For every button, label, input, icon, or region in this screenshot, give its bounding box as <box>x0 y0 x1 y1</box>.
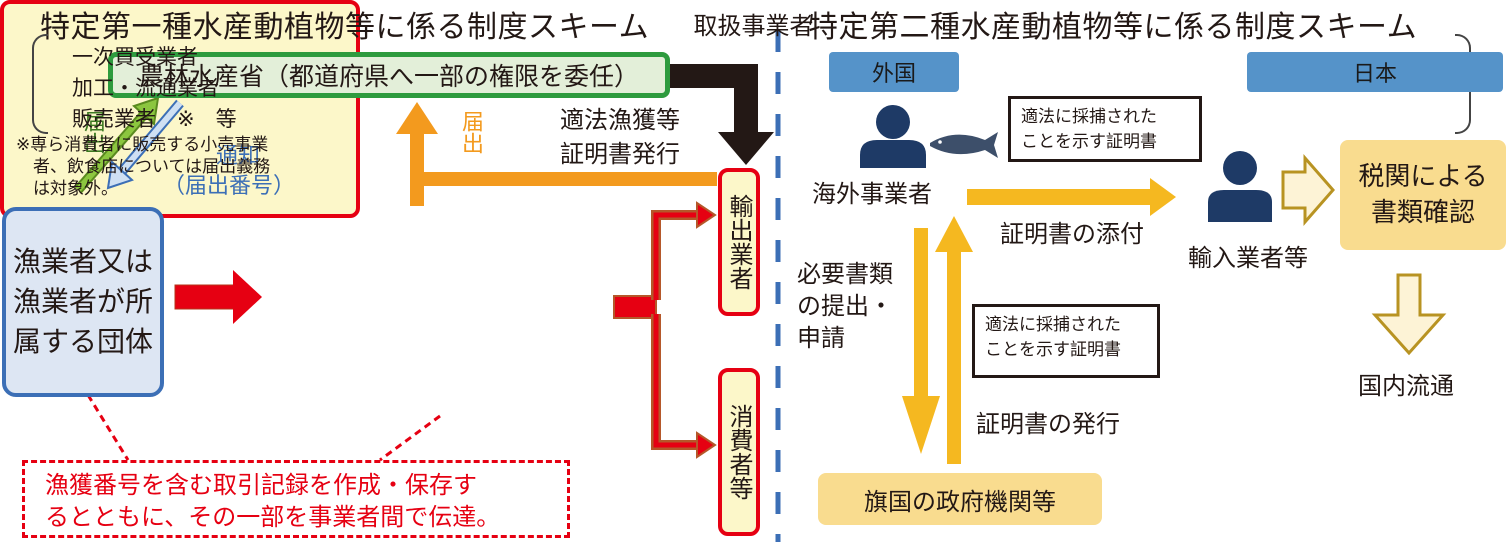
importer-person-icon <box>1208 151 1272 222</box>
exporter-box: 輸出業者 <box>718 168 760 316</box>
note-line: 適法に採捕された <box>1021 107 1157 127</box>
customs-check-box: 税関による 書類確認 <box>1340 140 1506 250</box>
overseas-operator-person-icon <box>860 105 926 168</box>
handler-note-line: 者、飲食店については届出義務 <box>16 157 271 177</box>
flag-state-box: 旗国の政府機関等 <box>818 473 1102 525</box>
handler-note-line: は対象外。 <box>16 179 118 199</box>
certificate-note-top: 適法に採捕された ことを示す証明書 <box>1008 96 1202 162</box>
fisher-line: 漁業者又は <box>12 245 153 278</box>
japan-tag: 日本 <box>1247 52 1503 92</box>
handler-to-buyers-arrows <box>613 201 717 459</box>
submit-line: 申請 <box>797 324 845 352</box>
handler-list: 一次買受業者 加工・流通業者 販売業者 ※ 等 <box>72 42 237 135</box>
attach-arrow-yellow <box>967 178 1176 216</box>
handler-notify-arrow-orange <box>396 102 717 206</box>
importer-to-customs-arrow <box>1281 154 1335 226</box>
handler-item: 加工・流通業者 <box>72 76 219 100</box>
customs-to-domestic-arrow <box>1371 273 1447 356</box>
record-note-box: 漁獲番号を含む取引記録を作成・保存す るとともに、その一部を事業者間で伝達。 <box>22 460 570 538</box>
handler-box: 取扱事業者 一次買受業者 加工・流通業者 販売業者 ※ 等 ※専ら消費者に販売す… <box>0 0 1471 218</box>
fisher-line: 漁業者が所 <box>12 285 153 318</box>
customs-line: 税関による <box>1358 162 1488 192</box>
submit-label: 必要書類 の提出・ 申請 <box>797 258 893 354</box>
right-scheme-title: 特定第二種水産動植物等に係る制度スキーム <box>808 10 1418 45</box>
customs-line: 書類確認 <box>1370 198 1475 228</box>
handler-item: 一次買受業者 <box>72 45 198 69</box>
notify-arrow-green <box>74 96 160 194</box>
importer-label: 輸入業者等 <box>1188 244 1308 272</box>
certificate-label-2: 証明書発行 <box>560 140 680 168</box>
fisher-box: 漁業者又は 漁業者が所 属する団体 <box>2 207 164 397</box>
notice-number-label: （届出番号） <box>163 174 296 199</box>
note-line: ことを示す証明書 <box>1021 132 1157 152</box>
handler-title: 取扱事業者 <box>693 12 814 40</box>
record-note-line: 漁獲番号を含む取引記録を作成・保存す <box>45 471 477 499</box>
issue-arrow-yellow <box>935 216 973 464</box>
submit-line: 必要書類 <box>797 260 893 288</box>
issue-label: 証明書の発行 <box>976 410 1120 438</box>
handler-note-line: ※専ら消費者に販売する小売事業 <box>16 135 269 155</box>
certificate-note-bottom: 適法に採捕された ことを示す証明書 <box>972 304 1160 378</box>
submit-line: の提出・ <box>797 292 893 320</box>
record-note-line: るとともに、その一部を事業者間で伝達。 <box>45 503 501 531</box>
note-line: ことを示す証明書 <box>985 340 1121 360</box>
certificate-arrow-black <box>670 64 774 165</box>
attach-label: 証明書の添付 <box>1000 220 1144 248</box>
notice-arrow-blue <box>106 99 184 190</box>
callout-line-handler <box>379 414 441 462</box>
fisher-to-handler-arrow <box>174 270 262 324</box>
maff-box: 農林水産省（都道府県へ一部の権限を委任） <box>108 52 670 98</box>
fish-icon <box>930 132 998 158</box>
handler-note: ※専ら消費者に販売する小売事業 者、飲食店については届出義務 は対象外。 <box>16 134 270 200</box>
notify-label: 届出 <box>80 110 105 154</box>
handler-item: 販売業者 ※ 等 <box>72 107 237 131</box>
foreign-tag: 外国 <box>829 52 959 92</box>
left-scheme-title: 特定第一種水産動植物等に係る制度スキーム <box>40 10 650 45</box>
certificate-label-1: 適法漁獲等 <box>560 106 680 134</box>
notice-label: 通知 <box>216 144 261 169</box>
overseas-operator-label: 海外事業者 <box>812 180 932 208</box>
left-paren <box>32 34 48 134</box>
fisher-line: 属する団体 <box>12 325 153 358</box>
domestic-distribution-label: 国内流通 <box>1358 372 1454 400</box>
consumer-box: 消費者等 <box>718 368 760 536</box>
submit-arrow-yellow <box>902 228 940 454</box>
note-line: 適法に採捕された <box>985 315 1121 335</box>
callout-line-fisher <box>86 394 130 461</box>
handler-notify-label: 届出 <box>458 110 483 154</box>
